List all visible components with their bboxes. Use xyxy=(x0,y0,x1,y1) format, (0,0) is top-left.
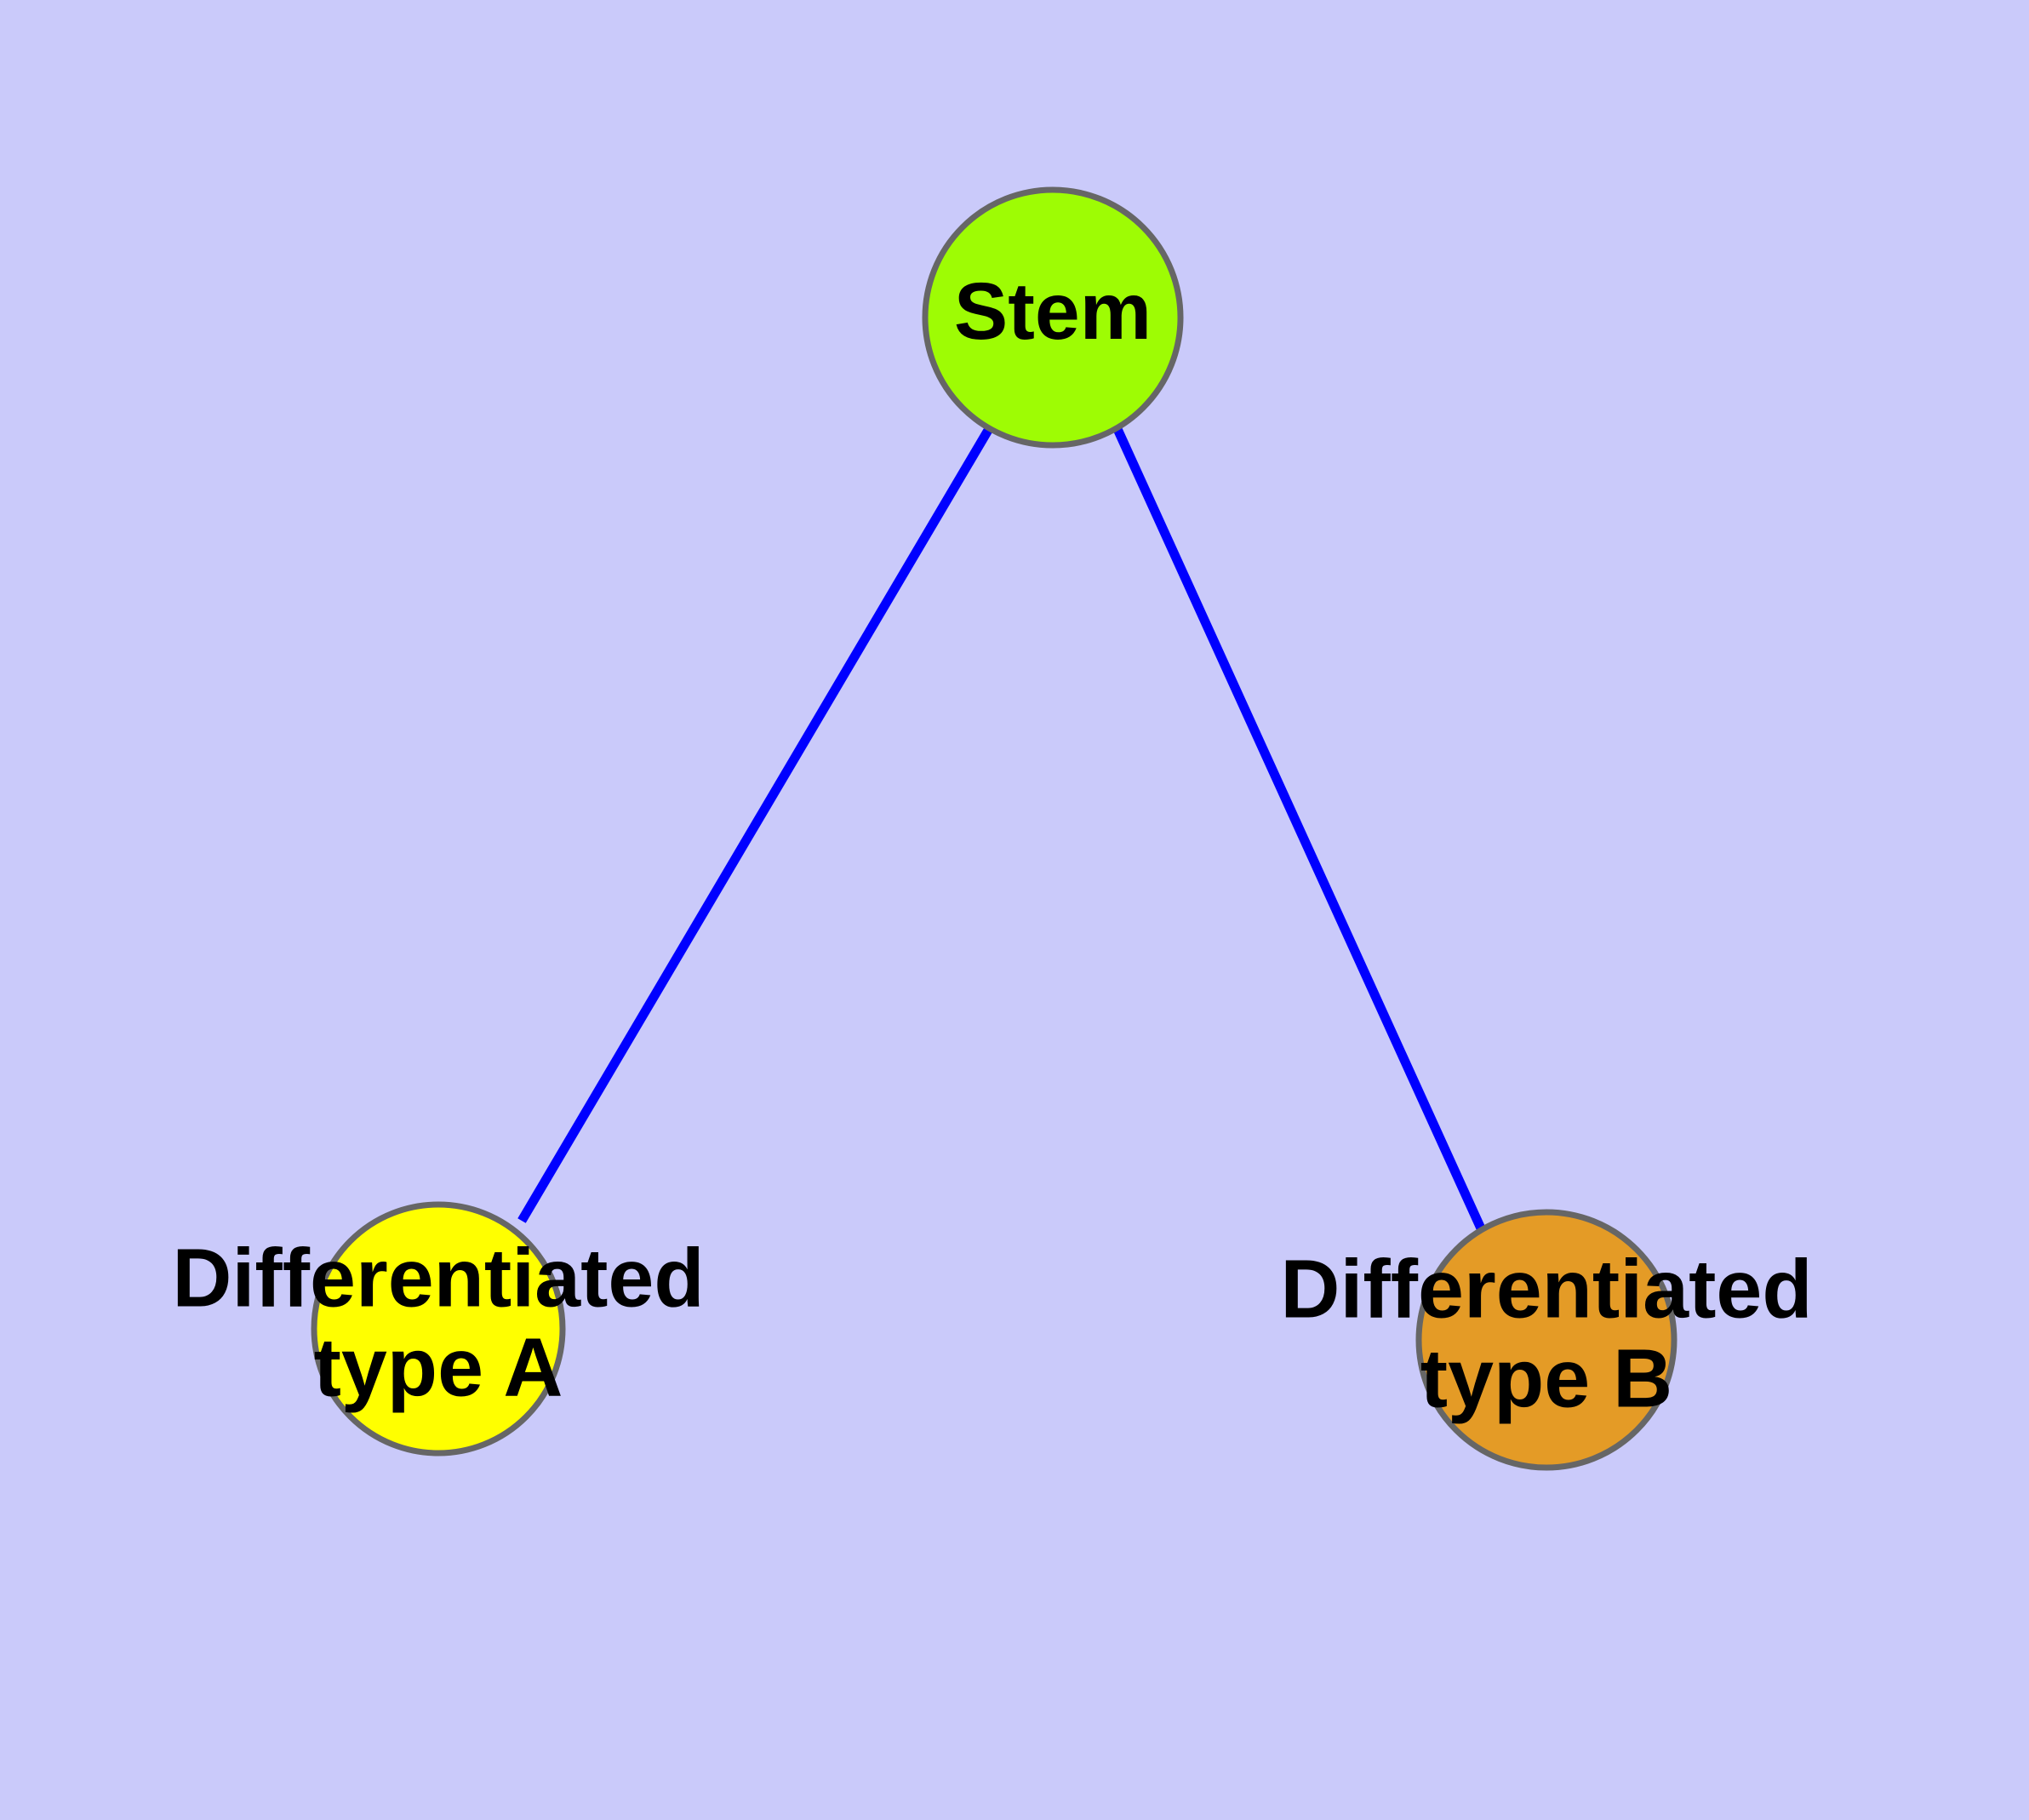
node-diff_b[interactable] xyxy=(1415,1209,1677,1471)
node-label-line: type A xyxy=(314,1320,563,1413)
edge-stem-to-diff_b[interactable] xyxy=(1112,426,1486,1231)
node-label-line: Differentiated xyxy=(172,1231,704,1324)
nodes-group xyxy=(311,186,1677,1471)
node-label-line: type B xyxy=(1420,1331,1672,1424)
node-diff_a[interactable] xyxy=(311,1201,566,1457)
node-label-stem: Stem xyxy=(954,266,1152,357)
node-label-line: Stem xyxy=(954,266,1152,357)
node-stem[interactable] xyxy=(922,186,1184,449)
edges-group xyxy=(517,425,1486,1231)
node-label-line: Differentiated xyxy=(1280,1242,1812,1335)
edge-stem-to-diff_a[interactable] xyxy=(517,425,994,1223)
